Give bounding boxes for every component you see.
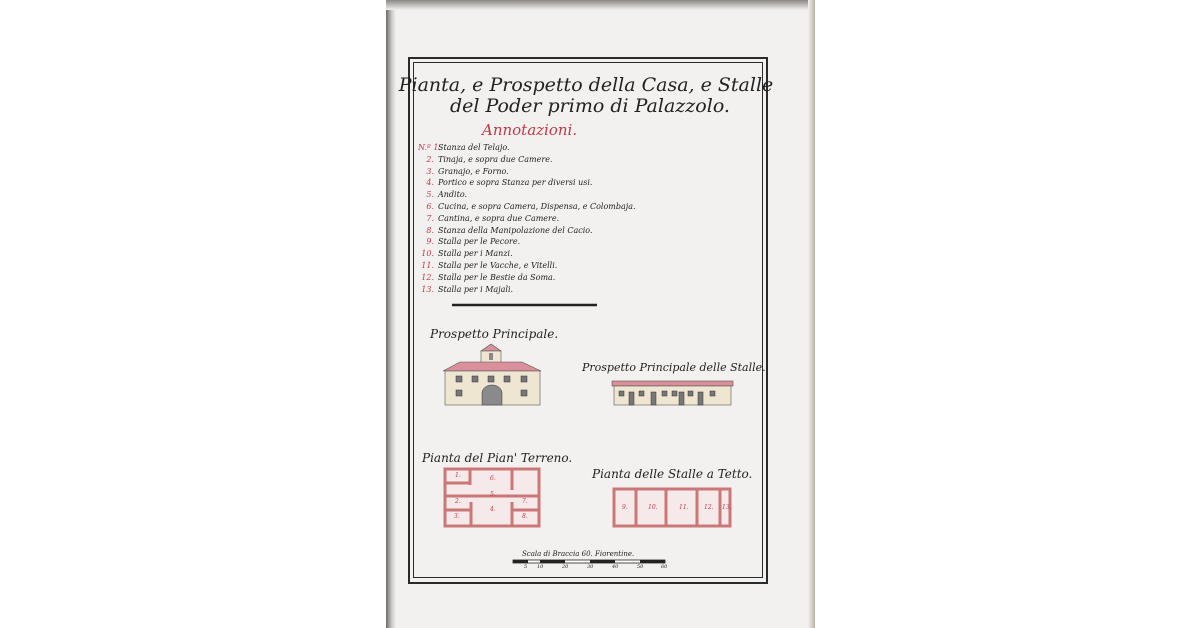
- stable-plan-caption: Pianta delle Stalle a Tetto.: [592, 467, 753, 481]
- annotation-number: 13.: [421, 284, 434, 294]
- annotation-text: Cantina, e sopra due Camere.: [438, 213, 560, 223]
- house-room-number: 3.: [454, 513, 460, 520]
- annotation-item: 8. Stanza della Manipolazione del Cacio.: [418, 225, 593, 235]
- stable-room-number: 9.: [622, 504, 628, 511]
- scale-tick-label: 60: [661, 564, 668, 570]
- annotation-text: Stanza del Telajo.: [438, 143, 510, 152]
- annotation-text: Stalla per le Vacche, e Vitelli.: [438, 261, 558, 270]
- annotation-text: Granajo, e Forno.: [438, 166, 509, 176]
- house-room-number: 8.: [522, 513, 528, 520]
- annotation-number: 6.: [426, 202, 434, 211]
- house-room-number: 7.: [522, 498, 528, 505]
- annotation-text: Stalla per le Pecore.: [438, 237, 521, 247]
- book-binding: [386, 0, 396, 628]
- scale-label: Scala di Braccia 60. Fiorentine.: [522, 550, 635, 558]
- page-frame-inner: [413, 62, 763, 578]
- annotation-number: 2.: [426, 154, 434, 164]
- annotation-number: 7.: [426, 213, 434, 223]
- scale-tick-label: 40: [612, 564, 619, 570]
- annotation-text: Cucina, e sopra Camera, Dispensa, e Colo…: [438, 202, 636, 211]
- stable-elevation-caption: Prospetto Principale delle Stalle.: [582, 361, 766, 374]
- annotation-text: Stalla per le Bestie da Soma.: [438, 272, 556, 282]
- stable-room-number: 13.: [722, 504, 732, 511]
- house-room-number: 6.: [490, 475, 496, 482]
- annotation-item: 6. Cucina, e sopra Camera, Dispensa, e Co…: [418, 202, 636, 211]
- house-elevation-drawing: [442, 343, 542, 406]
- annotation-number: N.º 1.: [418, 143, 441, 152]
- annotation-number: 11.: [421, 261, 434, 270]
- stable-elevation-drawing: [611, 380, 734, 406]
- house-plan-drawing: [443, 467, 541, 528]
- stable-plan-drawing: [612, 487, 732, 528]
- annotation-text: Portico e sopra Stanza per diversi usi.: [438, 178, 593, 188]
- stable-room-number: 12.: [704, 504, 714, 511]
- annotation-number: 4.: [426, 178, 434, 188]
- annotation-item: N.º 1.Stanza del Telajo.: [418, 143, 510, 152]
- house-plan-caption: Pianta del Pian' Terreno.: [422, 451, 573, 465]
- scale-tick-label: 30: [587, 564, 594, 570]
- annotation-item: 13. Stalla per i Majali.: [418, 285, 513, 294]
- scale-tick-label: 5: [524, 564, 528, 570]
- annotation-number: 10.: [421, 249, 434, 259]
- annotation-item: 2. Tinaja, e sopra due Camere.: [418, 155, 552, 164]
- annotation-item: 9. Stalla per le Pecore.: [418, 237, 520, 246]
- annotation-text: Stanza della Manipolazione del Cacio.: [438, 225, 593, 235]
- house-room-number: 2.: [455, 498, 461, 505]
- house-room-number: 4.: [490, 506, 496, 513]
- page-top-edge: [386, 0, 815, 10]
- annotation-text: Andito.: [438, 190, 468, 200]
- house-room-number: 5.: [490, 491, 496, 498]
- annotation-item: 10. Stalla per i Manzi.: [418, 249, 513, 259]
- annotation-number: 9.: [426, 237, 434, 247]
- house-elevation-caption: Prospetto Principale.: [430, 327, 559, 341]
- annotation-number: 8.: [426, 225, 434, 235]
- scale-tick-label: 50: [637, 564, 644, 570]
- stable-room-number: 10.: [648, 504, 658, 511]
- scale-tick-label: 20: [562, 564, 569, 570]
- annotation-text: Tinaja, e sopra due Camere.: [438, 154, 553, 164]
- scale-bar: [512, 559, 666, 564]
- annotation-number: 5.: [426, 190, 434, 200]
- annotation-text: Stalla per i Manzi.: [438, 249, 513, 259]
- annotation-item: 12. Stalla per le Bestie da Soma.: [418, 273, 555, 282]
- annotation-item: 3. Granajo, e Forno.: [418, 166, 509, 176]
- annotations-heading: Annotazioni.: [482, 121, 578, 139]
- annotation-item: 4. Portico e sopra Stanza per diversi usi…: [418, 178, 592, 187]
- stable-room-number: 11.: [679, 504, 689, 511]
- annotation-number: 12.: [421, 272, 434, 282]
- title-line-2: del Poder primo di Palazzolo.: [450, 95, 730, 117]
- annotation-item: 11. Stalla per le Vacche, e Vitelli.: [418, 261, 557, 270]
- annotation-text: Stalla per i Majali.: [438, 284, 514, 294]
- page-right-edge: [808, 0, 815, 628]
- annotation-number: 3.: [426, 166, 434, 176]
- title-line-1: Pianta, e Prospetto della Casa, e Stalle: [398, 74, 774, 96]
- house-room-number: 1.: [455, 472, 461, 479]
- page-frame-outer: [408, 57, 768, 584]
- annotation-item: 7. Cantina, e sopra due Camere.: [418, 214, 559, 223]
- annotation-item: 5. Andito.: [418, 190, 467, 199]
- scale-tick-label: 10: [537, 564, 544, 570]
